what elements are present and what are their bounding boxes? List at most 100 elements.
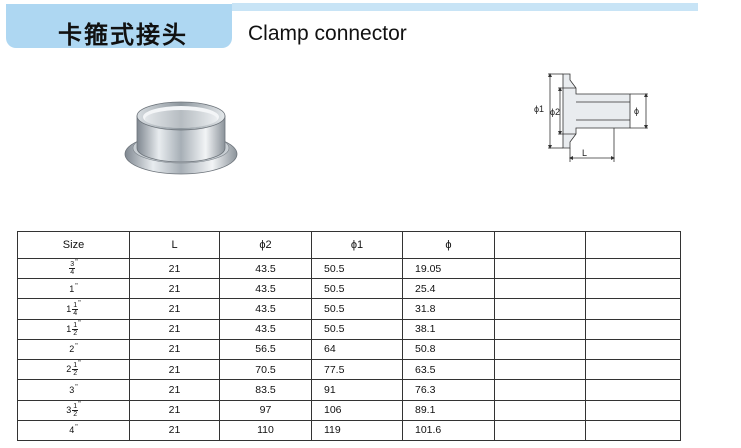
length-cell: 21 <box>129 419 220 442</box>
empty-cell <box>494 359 586 381</box>
phi-cell: 89.1 <box>402 399 495 421</box>
size-whole: 1 <box>66 323 72 334</box>
phi1-cell: 50.5 <box>311 318 403 340</box>
size-whole: 1 <box>69 283 75 294</box>
phi-cell: 38.1 <box>402 318 495 340</box>
size-denominator: 4 <box>70 269 75 277</box>
size-value: 2" <box>69 343 78 355</box>
empty-cell <box>494 257 586 280</box>
length-cell: 21 <box>129 257 220 280</box>
size-numerator: 1 <box>72 402 79 411</box>
size-whole: 4 <box>69 425 75 436</box>
size-value: 1" <box>69 282 78 294</box>
empty-cell <box>585 318 681 340</box>
header-rule <box>232 3 698 11</box>
empty-cell <box>494 278 586 300</box>
header-size: Size <box>17 231 130 259</box>
size-denominator: 2 <box>73 370 78 378</box>
phi1-cell: 91 <box>311 379 403 401</box>
size-whole: 3 <box>69 384 75 395</box>
phi-cell: 63.5 <box>402 359 495 381</box>
table-header-row: Size L ϕ2 ϕ1 ϕ <box>17 231 681 259</box>
phi-cell: 31.8 <box>402 298 495 320</box>
empty-cell <box>585 359 681 381</box>
phi2-cell: 110 <box>219 419 312 442</box>
phi2-cell: 97 <box>219 399 312 421</box>
length-cell: 21 <box>129 278 220 300</box>
phi2-cell: 43.5 <box>219 257 312 280</box>
empty-cell <box>494 419 586 442</box>
size-numerator: 1 <box>72 301 79 310</box>
length-cell: 21 <box>129 298 220 320</box>
size-numerator: 1 <box>72 362 79 371</box>
size-unit: " <box>75 424 78 432</box>
empty-cell <box>585 298 681 320</box>
phi-cell: 25.4 <box>402 278 495 300</box>
size-cell: 3" <box>17 379 130 401</box>
size-cell: 4" <box>17 419 130 442</box>
size-whole: 1 <box>66 303 72 314</box>
phi1-label: ϕ1 <box>534 104 544 114</box>
phi1-cell: 50.5 <box>311 257 403 280</box>
phi-label: ϕ <box>634 106 639 116</box>
size-unit: " <box>75 383 78 391</box>
size-unit: " <box>78 299 81 307</box>
page-title-en: Clamp connector <box>248 22 407 45</box>
length-label: L <box>582 148 587 158</box>
length-cell: 21 <box>129 338 220 361</box>
header-length: L <box>129 231 220 259</box>
size-whole: 3 <box>66 404 72 415</box>
empty-cell <box>494 399 586 421</box>
empty-cell <box>585 379 681 401</box>
empty-cell <box>585 419 681 442</box>
technical-drawing: ϕ1 ϕ2 ϕ L <box>534 73 648 162</box>
phi2-cell: 43.5 <box>219 318 312 340</box>
header-empty-2 <box>585 231 681 259</box>
phi-cell: 101.6 <box>402 419 495 442</box>
phi2-cell: 83.5 <box>219 379 312 401</box>
length-cell: 21 <box>129 379 220 401</box>
phi1-cell: 106 <box>311 399 403 421</box>
size-unit: " <box>78 319 81 327</box>
size-whole: 2 <box>69 344 75 355</box>
phi2-cell: 43.5 <box>219 278 312 300</box>
size-denominator: 4 <box>73 309 78 317</box>
size-unit: " <box>75 343 78 351</box>
phi1-cell: 50.5 <box>311 278 403 300</box>
size-unit: " <box>75 282 78 290</box>
phi1-cell: 64 <box>311 338 403 361</box>
size-denominator: 2 <box>73 329 78 337</box>
page-title-cn: 卡箍式接头 <box>58 21 188 49</box>
empty-cell <box>585 257 681 280</box>
empty-cell <box>585 278 681 300</box>
size-unit: " <box>78 400 81 408</box>
length-cell: 21 <box>129 359 220 381</box>
size-numerator: 3 <box>69 261 76 270</box>
size-unit: " <box>78 360 81 368</box>
empty-cell <box>494 338 586 361</box>
header-phi2: ϕ2 <box>219 231 312 259</box>
size-numerator: 1 <box>72 321 79 330</box>
phi2-cell: 70.5 <box>219 359 312 381</box>
